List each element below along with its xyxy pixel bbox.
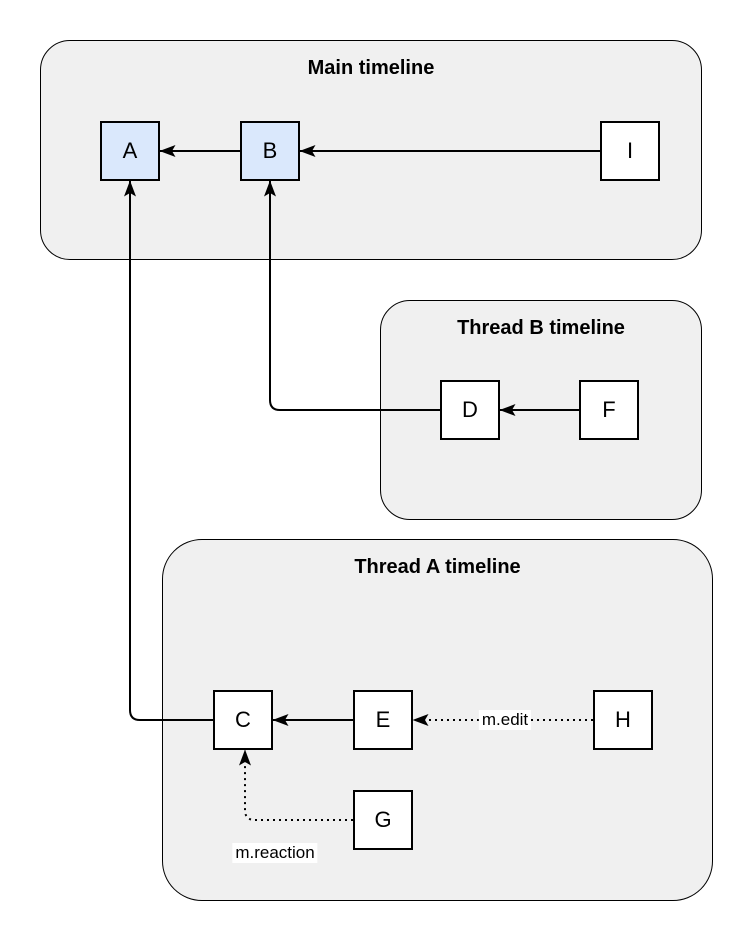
edge-label-m-edit: m.edit bbox=[478, 710, 532, 730]
node-b: B bbox=[240, 121, 300, 181]
node-h: H bbox=[593, 690, 653, 750]
node-g: G bbox=[353, 790, 413, 850]
node-f: F bbox=[579, 380, 639, 440]
node-e: E bbox=[353, 690, 413, 750]
node-i: I bbox=[600, 121, 660, 181]
node-a: A bbox=[100, 121, 160, 181]
node-d: D bbox=[440, 380, 500, 440]
main-timeline-title: Main timeline bbox=[307, 57, 435, 79]
thread-b-timeline-title: Thread B timeline bbox=[457, 317, 625, 339]
node-c: C bbox=[213, 690, 273, 750]
edge-label-m-reaction: m.reaction bbox=[232, 843, 318, 863]
thread-a-timeline-title: Thread A timeline bbox=[354, 556, 521, 578]
container-thread-b-timeline: Thread B timeline bbox=[380, 300, 702, 520]
